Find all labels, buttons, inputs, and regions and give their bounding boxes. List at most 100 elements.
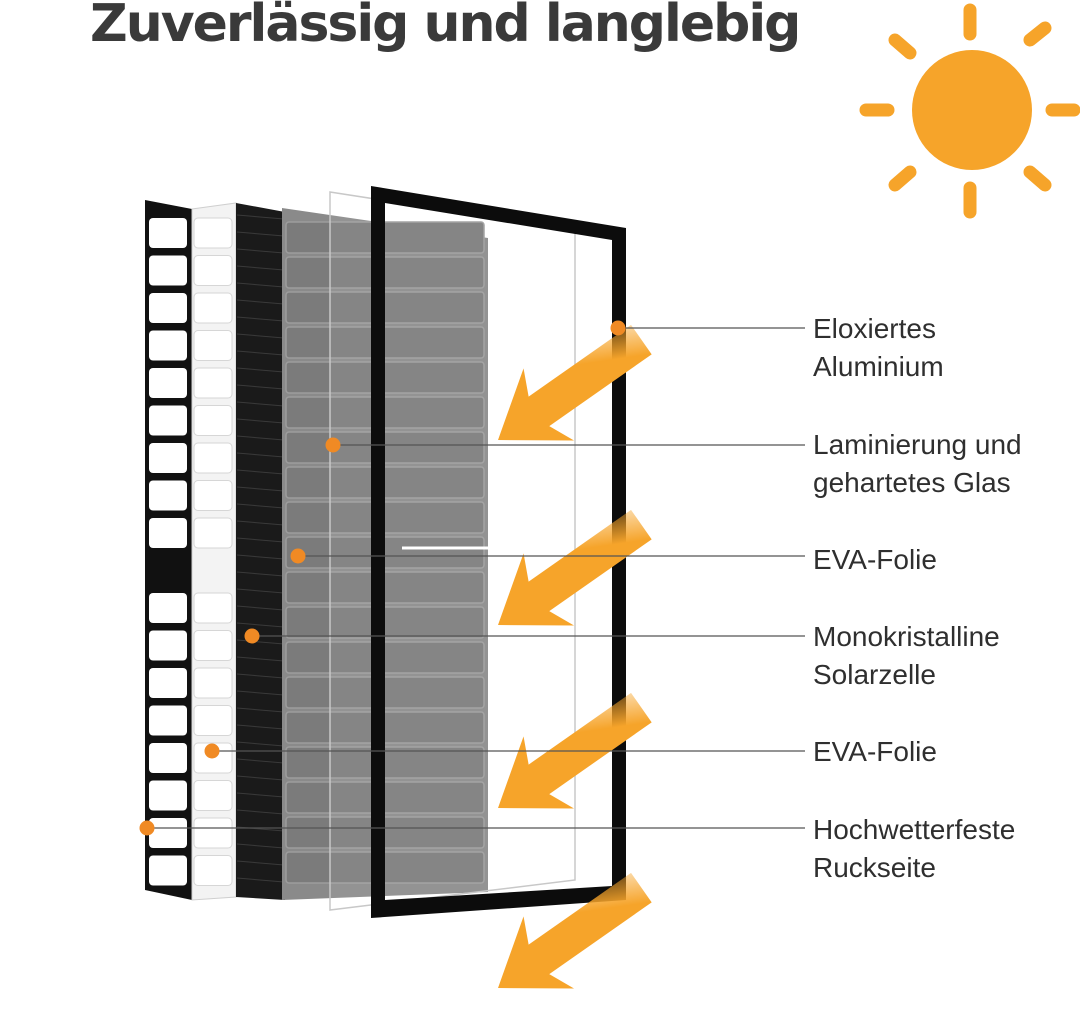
page-title: Zuverlässig und langlebig: [90, 0, 801, 54]
cell-edge-line: [236, 248, 285, 254]
cell-edge-line: [236, 758, 285, 764]
leader-lines: [139, 320, 805, 836]
backsheet-cell: [149, 293, 187, 323]
cell-edge-line: [236, 418, 285, 424]
cell-edge-line: [236, 333, 285, 339]
cell-edge-line: [236, 350, 285, 356]
label-eloxiertes-aluminium: Eloxiertes Aluminium: [813, 310, 944, 386]
label-hochwetterfeste-rueckseite: Hochwetterfeste Ruckseite: [813, 811, 1015, 887]
cell-edge-line: [236, 452, 285, 458]
film-cell: [193, 592, 233, 624]
backsheet-cell: [149, 330, 187, 361]
solar-cell-layer: [236, 203, 488, 900]
cell-edge-line: [236, 707, 285, 713]
leader-dot: [204, 743, 220, 759]
arrow-shape: [498, 324, 652, 441]
backsheet-cell: [149, 480, 187, 511]
film-cell: [193, 405, 233, 436]
label-laminierung-glas: Laminierung und gehartetes Glas: [813, 426, 1022, 502]
backsheet-cell: [149, 255, 187, 286]
film-cell: [193, 217, 233, 249]
cell-edge-line: [236, 520, 285, 526]
arrow-shape: [498, 509, 652, 626]
cell-edge-line: [236, 605, 285, 611]
backsheet-cell: [149, 668, 187, 698]
cell-edge-line: [236, 741, 285, 747]
label-eva-folie-bottom: EVA-Folie: [813, 733, 937, 771]
cell-edge-line: [236, 503, 285, 509]
backsheet-cell: [149, 405, 187, 436]
film-cell: [193, 292, 233, 324]
film-cell: [193, 480, 233, 511]
film-cell: [193, 780, 233, 811]
backsheet-cell: [149, 780, 187, 811]
cell-edge-line: [236, 639, 285, 645]
backsheet-cell: [149, 705, 187, 736]
cell-edge-line: [236, 588, 285, 594]
backsheet-cell: [149, 368, 187, 398]
film-cell: [193, 705, 233, 736]
backsheet-cell: [149, 518, 187, 548]
arrow-shape: [498, 872, 652, 989]
cell-edge-line: [236, 809, 285, 815]
film-cell: [193, 442, 233, 474]
cell-edge-line: [236, 860, 285, 866]
cell-edge-line: [236, 401, 285, 407]
backsheet-cell: [149, 218, 187, 248]
arrow-icon: [498, 324, 652, 441]
cell-edge-line: [236, 673, 285, 679]
cell-edge-line: [236, 554, 285, 560]
arrow-icon: [498, 872, 652, 989]
label-line: EVA-Folie: [813, 736, 937, 767]
cell-edge-line: [236, 622, 285, 628]
cell-edge-line: [236, 265, 285, 271]
cell-edge-line: [236, 571, 285, 577]
film-cell: [193, 855, 233, 886]
leader-dot: [610, 320, 626, 336]
film-cell: [193, 517, 233, 549]
film-cell: [193, 330, 233, 361]
cell-edge-line: [236, 486, 285, 492]
cell-edge-line: [236, 469, 285, 475]
film-cell: [193, 667, 233, 699]
label-line: Eloxiertes: [813, 313, 936, 344]
leader-dot: [290, 548, 306, 564]
cell-edge-line: [236, 690, 285, 696]
backsheet-cell: [149, 743, 187, 773]
film-cell: [193, 817, 233, 849]
cell-edge-line: [236, 367, 285, 373]
backsheet-cell: [149, 630, 187, 661]
cell-edge-line: [236, 231, 285, 237]
label-line: Aluminium: [813, 351, 944, 382]
film-cell: [193, 255, 233, 286]
leader-dot: [139, 820, 155, 836]
label-line: Ruckseite: [813, 852, 936, 883]
cell-edge-line: [236, 877, 285, 883]
backsheet-layer: [145, 200, 192, 900]
cell-edge-line: [236, 843, 285, 849]
backsheet-cell: [149, 855, 187, 886]
cell-edge-line: [236, 537, 285, 543]
label-eva-folie-top: EVA-Folie: [813, 541, 937, 579]
cell-edge-line: [236, 299, 285, 305]
label-line: EVA-Folie: [813, 544, 937, 575]
arrow-icon: [498, 509, 652, 626]
film-cell: [193, 630, 233, 661]
sun-icon: [859, 3, 1080, 219]
leader-dot: [325, 437, 341, 453]
backsheet-cell: [149, 593, 187, 623]
label-line: Laminierung und: [813, 429, 1022, 460]
film-cell: [193, 367, 233, 399]
cell-edge-line: [236, 656, 285, 662]
label-line: gehartetes Glas: [813, 467, 1011, 498]
cell-edge-line: [236, 214, 285, 220]
backsheet-cell: [149, 443, 187, 473]
cell-edge-line: [236, 316, 285, 322]
leader-dot: [244, 628, 260, 644]
backsheet-cell: [149, 818, 187, 848]
label-line: Hochwetterfeste: [813, 814, 1016, 845]
eva-film-layer: [191, 202, 237, 901]
cell-edge-line: [236, 724, 285, 730]
cell-edge-line: [236, 282, 285, 288]
